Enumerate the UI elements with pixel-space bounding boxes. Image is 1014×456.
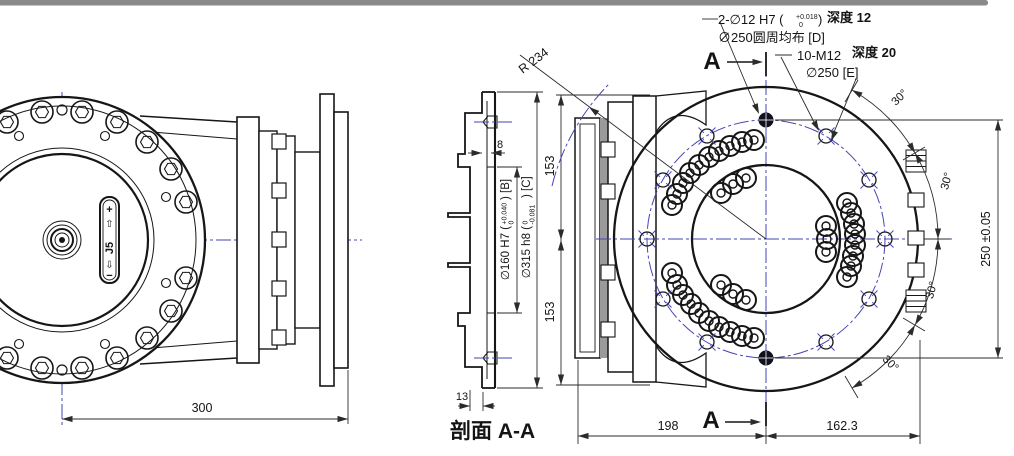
housing-behind xyxy=(574,90,707,388)
angle-30-2: 30° xyxy=(939,171,955,191)
screw-cluster-lower-left xyxy=(661,262,765,349)
section-letter-top: A xyxy=(703,48,720,75)
dim-162-text: 162.3 xyxy=(826,419,857,433)
dim-13: 13 xyxy=(456,390,495,411)
callout-dowel-prefix: 2-∅12 H7 ( xyxy=(718,12,784,27)
callout-dowel-holes: 2-∅12 H7 ( +0.018 0 ) 深度 12 ∅250圆周均布 [D] xyxy=(702,10,871,116)
pilot-tol-sup: 0 xyxy=(523,221,530,225)
callout-dowel-line2: ∅250圆周均布 [D] xyxy=(718,30,825,45)
callout-tap-line2: ∅250 [E] xyxy=(806,65,859,80)
bolt-head-side xyxy=(271,133,287,150)
section-letter-bottom: A xyxy=(702,407,719,434)
bore-tol-sub: 0 xyxy=(509,221,516,225)
callout-dowel-close: ) xyxy=(818,12,822,27)
callout-dowel-sup: +0.018 xyxy=(796,14,818,21)
angle-30-3: 30° xyxy=(924,280,940,300)
window-top-bar xyxy=(0,0,988,6)
rim-tabs xyxy=(905,149,927,313)
angle-30-1: 30° xyxy=(889,87,910,108)
section-view: 8 ∅160 H7 ( +0.040 0 ) [B] ∅315 h8 ( xyxy=(447,91,650,443)
arm-silhouette xyxy=(139,93,349,387)
flange-bore-circle xyxy=(690,163,842,315)
callout-dowel-depth: 深度 12 xyxy=(827,10,871,25)
screw-side-lower xyxy=(482,351,498,365)
callout-tapped-holes: 10-M12 深度 20 ∅250 [E] xyxy=(775,45,896,143)
bolt-head-side xyxy=(271,182,287,199)
section-profile xyxy=(447,91,512,389)
bore-callout-suffix: ) [B] xyxy=(500,179,512,200)
dim-r234-text: R 234 xyxy=(516,45,551,76)
dim-153-lower: 153 xyxy=(543,302,557,323)
callout-dowel-sub: 0 xyxy=(799,22,803,29)
bore-tol-sup: +0.040 xyxy=(502,203,509,225)
arrow-up-icon: ⇧ xyxy=(105,219,113,230)
dowel-hole-bottom xyxy=(758,350,774,366)
callout-tap-depth: 深度 20 xyxy=(852,45,896,60)
pilot-callout: ∅315 h8 ( xyxy=(521,226,533,278)
section-marker-bottom: A xyxy=(702,407,761,434)
center-target xyxy=(42,220,82,260)
section-marker-top: A xyxy=(703,48,763,75)
axis-name: J5 xyxy=(104,242,116,254)
dowel-hole-top xyxy=(758,112,774,128)
dim-13-text: 13 xyxy=(456,391,468,403)
axis-plus: + xyxy=(106,204,112,216)
section-title: 剖面 A-A xyxy=(450,419,535,443)
dim-250-text: 250 ±0.05 xyxy=(979,211,993,267)
screw-side-upper xyxy=(482,115,498,129)
front-view: + ⇧ J5 ⇩ − 300 xyxy=(0,92,362,426)
bore-callout: ∅160 H7 ( xyxy=(500,226,512,280)
angle-30-4: 30° xyxy=(880,353,901,374)
arrow-down-icon: ⇩ xyxy=(105,260,113,271)
pilot-tol-sub: -0.081 xyxy=(530,205,537,225)
dim-198-162: 198 162.3 xyxy=(577,340,921,444)
dim-8: 8 xyxy=(468,139,505,157)
dim-bore-160: ∅160 H7 ( +0.040 0 ) [B] xyxy=(497,166,522,314)
dim-pilot-315: ∅315 h8 ( 0 -0.081 ) [C] xyxy=(497,91,543,389)
callout-tap-line1: 10-M12 xyxy=(797,48,841,63)
axis-rotation-label: + ⇧ J5 ⇩ − xyxy=(99,196,120,284)
dim-8-text: 8 xyxy=(497,139,503,151)
dim-198-text: 198 xyxy=(658,419,679,433)
dim-300: 300 xyxy=(62,370,349,424)
dim-153-pair: 153 153 xyxy=(543,94,650,386)
bolt-head-side xyxy=(271,280,287,297)
pilot-callout-suffix: ) [C] xyxy=(521,176,533,198)
bolt-head-side xyxy=(271,231,287,248)
front-bolt-ring xyxy=(0,100,198,380)
flange-view: R 234 30° 30° 30° 30° xyxy=(516,10,1003,444)
bolt-head-side xyxy=(271,329,287,346)
axis-minus: − xyxy=(106,270,112,282)
dim-153-upper: 153 xyxy=(543,156,557,177)
dim-300-text: 300 xyxy=(192,401,213,415)
